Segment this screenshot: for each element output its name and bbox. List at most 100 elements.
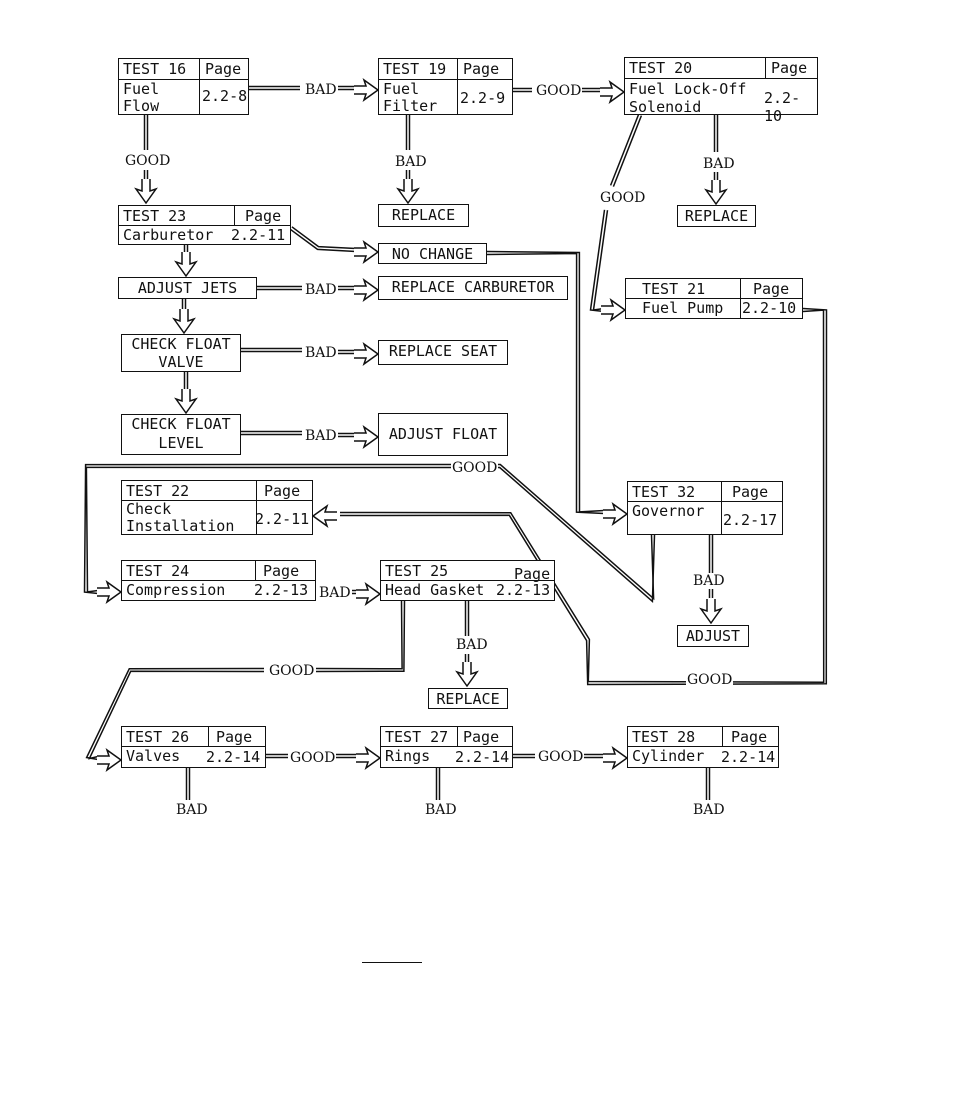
arrow-20-21 [601,298,627,322]
test-label: TEST 24 [126,562,190,580]
test-name-line2: Solenoid [629,98,702,116]
page-number: 2.2-11 [255,510,310,528]
good-label-20-21: GOOD [599,190,647,206]
bad-label-28: BAD [692,802,726,818]
conn-25-26-b [88,670,265,760]
arrow-valve-level [174,389,198,415]
arrow-19-20 [600,80,626,104]
test-name: Valves [126,747,181,765]
arrow-27-28 [603,746,629,770]
good-label-19-20: GOOD [535,83,583,99]
test-name: Governor [632,502,705,520]
conn-23-nochange [289,228,356,253]
no-change-box: NO CHANGE [378,243,487,264]
page-header: Page [216,728,253,746]
bad-label-25-replace: BAD [455,637,489,653]
arrow-26-27 [356,746,382,770]
good-label-25-26: GOOD [268,663,316,679]
adjust-float-box: ADJUST FLOAT [378,413,508,456]
arrow-nochange-32 [603,502,629,526]
conn-21-22 [339,309,825,683]
test-22-box: TEST 22 Page Check Installation 2.2-11 [121,480,313,535]
page-number: 2.2-13 [254,581,309,599]
page-number: 2.2-11 [231,226,286,244]
test-label: TEST 22 [126,482,190,500]
arrow-23-jets [174,252,198,278]
bad-label-float-level: BAD [304,428,338,444]
conn-21-22 [339,307,828,686]
test-label: TEST 16 [123,60,187,78]
page-number: 2.2-8 [202,87,248,105]
test-label: TEST 27 [385,728,449,746]
test-name-line1: Check [126,500,172,518]
arrow-23-nochange [354,240,380,264]
bad-label-jets: BAD [304,282,338,298]
replace-solenoid-box: REPLACE [677,205,756,227]
page-header: Page [771,59,808,77]
page-header: Page [463,60,500,78]
page-header: Page [753,280,790,298]
page-header: Page [731,728,768,746]
page-number: 2.2-14 [721,748,776,766]
test-name-line1: Fuel [123,80,160,98]
test-28-box: TEST 28 Page Cylinder 2.2-14 [627,726,779,768]
page-header: Page [263,562,300,580]
conn-23-nochange [291,226,357,250]
test-name: Rings [385,747,431,765]
page-number: 2.2-17 [723,511,778,529]
conn-20-21-b [589,209,606,313]
test-label: TEST 19 [383,60,447,78]
arrow-24-25 [356,582,382,606]
test-name-line2: Installation [126,517,235,535]
test-name: Compression [126,581,226,599]
page-number: 2.2-14 [455,748,510,766]
conn-20-21-a [612,115,643,187]
test-24-box: TEST 24 Page Compression 2.2-13 [121,560,316,601]
conn-nochange-32 [486,250,605,513]
test-label: TEST 32 [632,483,696,501]
conn-20-21-a [609,114,640,186]
test-32-box: TEST 32 Page Governor 2.2-17 [627,481,783,535]
test-name: Cylinder [632,747,705,765]
page-header: Page [264,482,301,500]
arrow-16-23 [134,179,158,205]
page-number: 2.2-14 [206,748,261,766]
bad-label-27: BAD [424,802,458,818]
good-label-21-22: GOOD [686,672,734,688]
page-number: 2.2-9 [460,89,506,107]
page-header: Page [514,565,551,583]
bad-label-16-19: BAD [304,82,338,98]
footer-rule [362,962,422,963]
arrow-25-26 [97,748,123,772]
good-label-loop-top: GOOD [451,460,499,476]
good-label-26-27: GOOD [289,750,337,766]
replace-fuel-filter-box: REPLACE [378,204,469,227]
conn-25-26-b [85,667,265,761]
bad-label-float-valve: BAD [304,345,338,361]
bad-label-26: BAD [175,802,209,818]
test-name: Carburetor [123,226,214,244]
test-label: TEST 23 [123,207,187,225]
page-number: 2.2-10 [764,89,801,125]
page-header: Page [245,207,282,225]
good-label-16-23: GOOD [124,153,172,169]
page-number: 2.2-13 [496,581,551,599]
arrow-jets-valve [172,309,196,335]
bad-label-32-adjust: BAD [692,573,726,589]
arrow-32-adjust [699,599,723,625]
test-label: TEST 28 [632,728,696,746]
conn-25-26-a [315,600,403,670]
conn-loop-good [83,463,655,601]
conn-25-26-a [315,600,406,673]
arrow-19-rep [396,179,420,205]
arrow-16-19 [354,78,380,102]
page-header: Page [732,483,769,501]
test-name-line1: Fuel Lock-Off [629,80,747,98]
arrow-level-float [354,425,380,449]
